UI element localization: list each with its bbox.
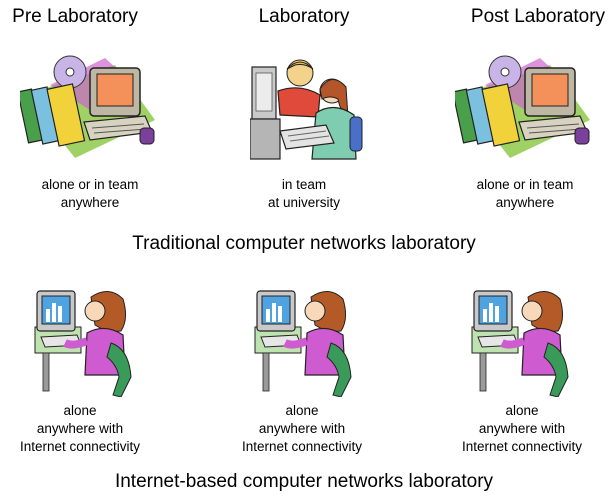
books-computer-clipart [455,55,590,158]
books-computer-clipart [20,55,155,158]
caption-line: anywhere [60,195,120,210]
title-internet-lab: Internet-based computer networks laborat… [114,471,494,492]
caption-line: alone [63,403,97,418]
students-at-computer-clipart [250,59,363,160]
woman-at-computer-clipart [254,290,352,397]
woman-at-computer-clipart [34,290,132,397]
caption-line: in team [281,177,327,192]
caption-internet-col1: alone anywhere with Internet connectivit… [0,402,160,456]
title-traditional-lab: Traditional computer networks laboratory [132,233,476,254]
heading-pre-laboratory: Pre Laboratory [12,6,138,27]
caption-line: Internet connectivity [241,439,363,454]
woman-at-computer-clipart [471,290,569,397]
caption-internet-col2: alone anywhere with Internet connectivit… [222,402,382,456]
caption-line: alone or in team [41,177,139,192]
caption-line: anywhere with [478,421,566,436]
caption-line: Internet connectivity [461,439,583,454]
caption-line: at university [267,195,341,210]
caption-line: alone or in team [476,177,574,192]
caption-post-laboratory: alone or in team anywhere [445,176,605,212]
heading-laboratory: Laboratory [258,6,350,27]
caption-line: anywhere [495,195,555,210]
caption-pre-laboratory: alone or in team anywhere [10,176,170,212]
caption-line: Internet connectivity [19,439,141,454]
caption-line: anywhere with [36,421,124,436]
caption-internet-col3: alone anywhere with Internet connectivit… [442,402,602,456]
caption-line: alone [505,403,539,418]
caption-line: alone [285,403,319,418]
heading-post-laboratory: Post Laboratory [470,6,606,27]
caption-laboratory: in team at university [224,176,384,212]
caption-line: anywhere with [258,421,346,436]
